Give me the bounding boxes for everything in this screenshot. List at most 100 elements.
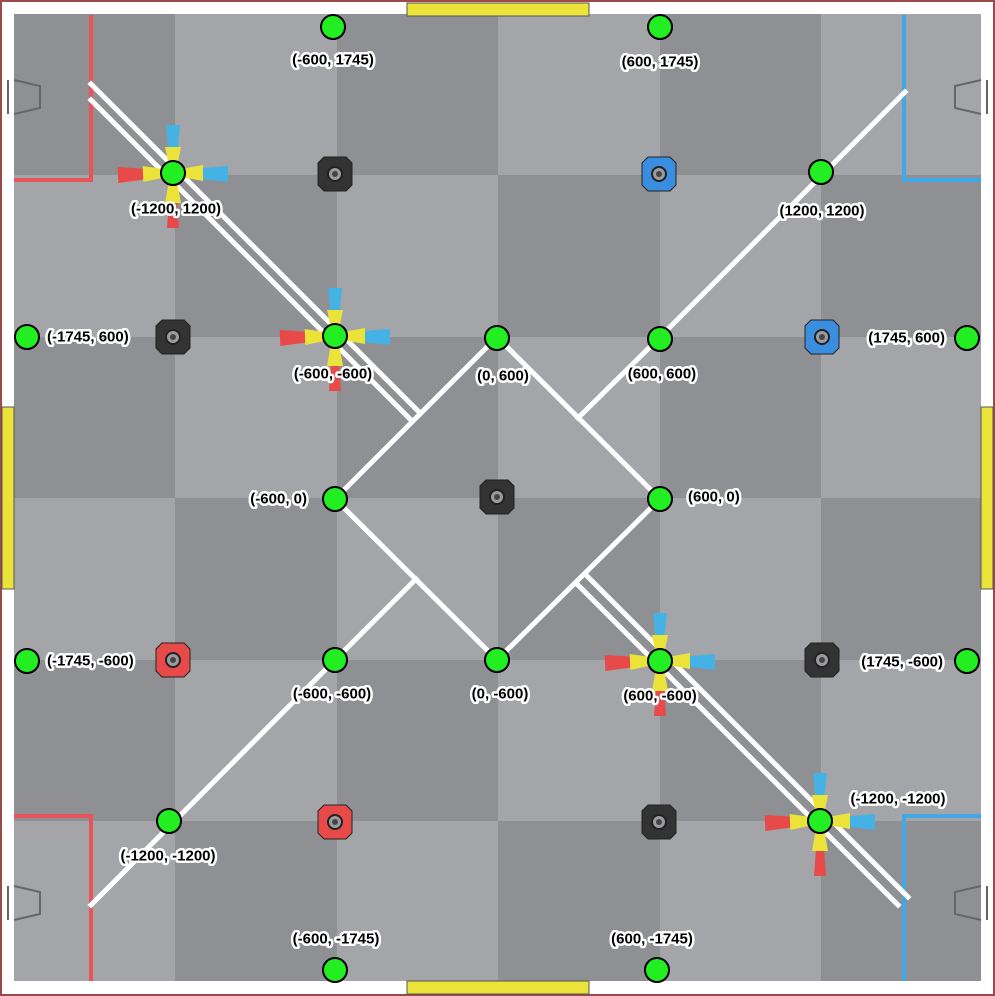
mat-tile xyxy=(821,821,981,981)
point-marker xyxy=(644,957,670,983)
point-label: (-600, 0) xyxy=(250,491,307,508)
coordinate-point: (1745, -600) xyxy=(859,648,980,674)
coordinate-point: (600, 600) xyxy=(625,326,699,385)
coordinate-point: (-1200, -1200) xyxy=(807,788,948,834)
mat-tile xyxy=(821,660,981,821)
mat-tile xyxy=(14,337,175,498)
mobile-goal xyxy=(155,319,191,355)
point-label: (-1745, 600) xyxy=(47,329,129,346)
point-marker xyxy=(647,648,673,674)
coordinate-point: (600, -1745) xyxy=(609,928,695,983)
point-marker xyxy=(647,14,673,40)
mobile-goal xyxy=(155,642,191,678)
point-marker xyxy=(647,486,673,512)
mat-tile xyxy=(498,175,660,337)
coordinate-point: (-600, -600) xyxy=(290,647,374,705)
point-label: (600, 1745) xyxy=(622,54,699,71)
mobile-goal xyxy=(641,804,677,840)
point-label: (600, -1745) xyxy=(611,931,693,948)
mat-tile xyxy=(14,175,175,337)
point-marker xyxy=(484,647,510,673)
point-marker xyxy=(320,14,346,40)
coordinate-point: (600, -600) xyxy=(621,648,699,707)
point-marker xyxy=(484,325,510,351)
coordinate-point: (-1745, -600) xyxy=(14,648,136,674)
mat-tile xyxy=(337,175,498,337)
mobile-goal xyxy=(804,642,840,678)
mat-tile xyxy=(14,498,175,660)
point-marker xyxy=(322,957,348,983)
point-marker xyxy=(322,647,348,673)
mat-tile xyxy=(14,660,175,821)
point-marker xyxy=(14,648,40,674)
mobile-goal xyxy=(317,156,353,192)
goal-right xyxy=(980,406,994,590)
point-marker xyxy=(954,325,980,351)
coordinate-point: (1200, 1200) xyxy=(777,159,867,222)
point-label: (0, -600) xyxy=(472,686,529,703)
goal-left xyxy=(1,406,15,590)
mat-tile xyxy=(337,821,498,981)
goal-top xyxy=(406,2,590,17)
point-marker xyxy=(322,486,348,512)
mat-tile xyxy=(821,175,981,337)
ring-stack xyxy=(279,288,391,391)
point-label: (600, -600) xyxy=(623,688,696,705)
point-label: (0, 600) xyxy=(477,368,529,385)
point-marker xyxy=(647,326,673,352)
coordinate-point: (600, 0) xyxy=(647,486,742,512)
point-label: (-1745, -600) xyxy=(47,653,134,670)
coordinate-point: (-1200, -1200) xyxy=(118,808,218,867)
mat-tile xyxy=(337,14,498,175)
mat-tile xyxy=(175,498,337,660)
wall-brackets xyxy=(7,79,988,921)
mat-tile xyxy=(660,14,821,175)
mat-tile xyxy=(498,14,660,175)
goal-bottom xyxy=(406,980,590,995)
point-label: (-1200, -1200) xyxy=(850,791,945,808)
point-label: (-1200, 1200) xyxy=(131,201,221,218)
mat-tile xyxy=(337,660,498,821)
point-label: (600, 600) xyxy=(628,366,696,383)
mat-tile xyxy=(175,821,337,981)
coordinate-point: (0, 600) xyxy=(475,325,531,387)
point-label: (-1200, -1200) xyxy=(120,848,215,865)
point-label: (-600, 1745) xyxy=(292,52,374,69)
goal-posts xyxy=(155,156,840,840)
mat-tile xyxy=(821,498,981,660)
point-marker xyxy=(954,648,980,674)
coordinate-point: (-600, -1745) xyxy=(290,928,382,983)
mat-tile xyxy=(660,337,821,498)
mat-tile xyxy=(660,498,821,660)
point-marker xyxy=(156,808,182,834)
mat-tile xyxy=(498,660,660,821)
coordinate-point: (600, 1745) xyxy=(619,14,701,73)
coordinate-point: (-1200, 1200) xyxy=(128,160,224,220)
coordinate-point: (1745, 600) xyxy=(866,325,980,351)
coordinate-point: (-600, 0) xyxy=(248,486,348,512)
mobile-goal xyxy=(641,156,677,192)
mobile-goal xyxy=(479,479,515,515)
red-zone-top-left xyxy=(14,15,93,182)
mat-tile xyxy=(498,821,660,981)
point-label: (-600, -1745) xyxy=(293,931,380,948)
point-label: (1745, 600) xyxy=(868,330,945,347)
coordinate-point: (0, -600) xyxy=(469,647,531,705)
blue-zone-top-right xyxy=(902,15,981,182)
mat-tile xyxy=(821,337,981,498)
red-zone-bottom-left xyxy=(14,814,93,981)
mat-tile xyxy=(14,14,175,175)
coordinate-points: (-600, 1745) (600, 1745) (-1200, 1200) (120… xyxy=(14,14,980,983)
mat-tile xyxy=(175,337,337,498)
point-label: (1200, 1200) xyxy=(779,203,864,220)
mat-tile xyxy=(175,14,337,175)
mat-tile xyxy=(660,660,821,821)
point-marker xyxy=(808,159,834,185)
mobile-goal xyxy=(317,804,353,840)
point-marker xyxy=(160,160,186,186)
coordinate-point: (-600, -600) xyxy=(291,323,375,385)
point-label: (-600, -600) xyxy=(294,366,372,383)
point-label: (1745, -600) xyxy=(861,654,943,671)
point-marker xyxy=(807,808,833,834)
